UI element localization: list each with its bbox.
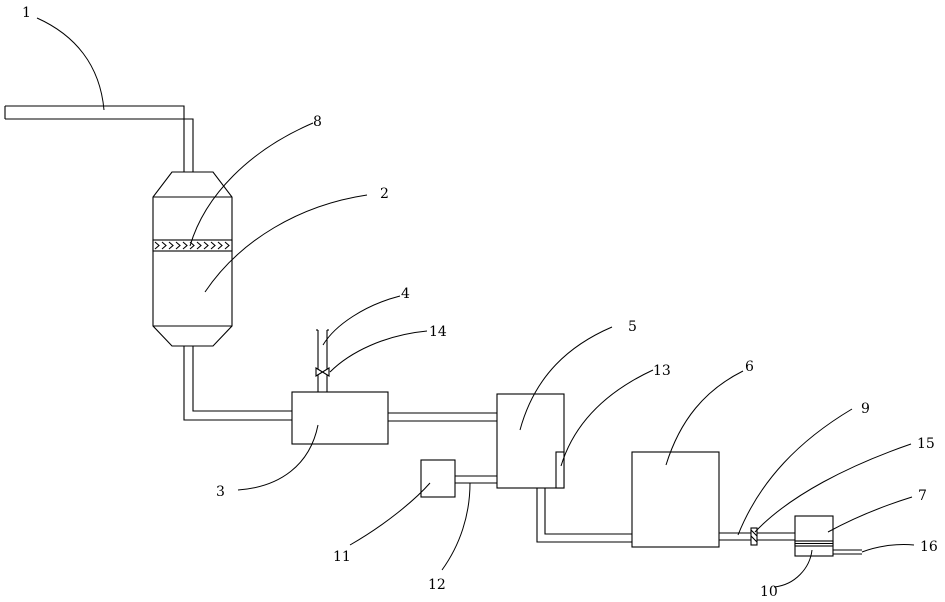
element-13: [555, 451, 565, 489]
label-5: 5: [628, 319, 637, 335]
label-14: 14: [429, 324, 447, 340]
label-3: 3: [216, 484, 225, 500]
label-6: 6: [745, 359, 754, 375]
pipe-5-to-6: [536, 488, 632, 543]
unit-11: [420, 459, 456, 498]
label-12: 12: [428, 577, 446, 593]
filter-layer-8: [152, 239, 233, 252]
unit-7: [794, 515, 834, 557]
unit-5: [496, 393, 565, 489]
vessel-2: [152, 171, 233, 347]
label-10: 10: [760, 584, 778, 600]
valve-14: [315, 367, 330, 377]
unit-6: [631, 451, 720, 548]
label-7: 7: [918, 488, 927, 504]
label-15: 15: [917, 436, 935, 452]
valve-15: [750, 527, 758, 546]
label-1: 1: [22, 5, 31, 21]
leader-lines: [36, 17, 915, 588]
inlet-pipe-1: [4, 105, 194, 172]
label-9: 9: [861, 401, 870, 417]
unit-3: [291, 391, 389, 445]
vent-pipe-4: [316, 329, 329, 392]
label-11: 11: [333, 549, 351, 565]
label-8: 8: [313, 114, 322, 130]
label-2: 2: [380, 186, 389, 202]
label-13: 13: [653, 363, 671, 379]
pipe-vessel-to-box-3: [183, 346, 292, 421]
label-16: 16: [920, 539, 938, 555]
label-4: 4: [401, 286, 410, 302]
outlet-16: [833, 549, 862, 555]
reference-numerals: 1 8 2 4 14 5 13 6 3 11 12 9 15 7 16 10: [22, 5, 938, 600]
layer-10: [794, 540, 834, 547]
pipe-12: [455, 475, 497, 484]
pipe-3-to-5: [388, 412, 497, 422]
